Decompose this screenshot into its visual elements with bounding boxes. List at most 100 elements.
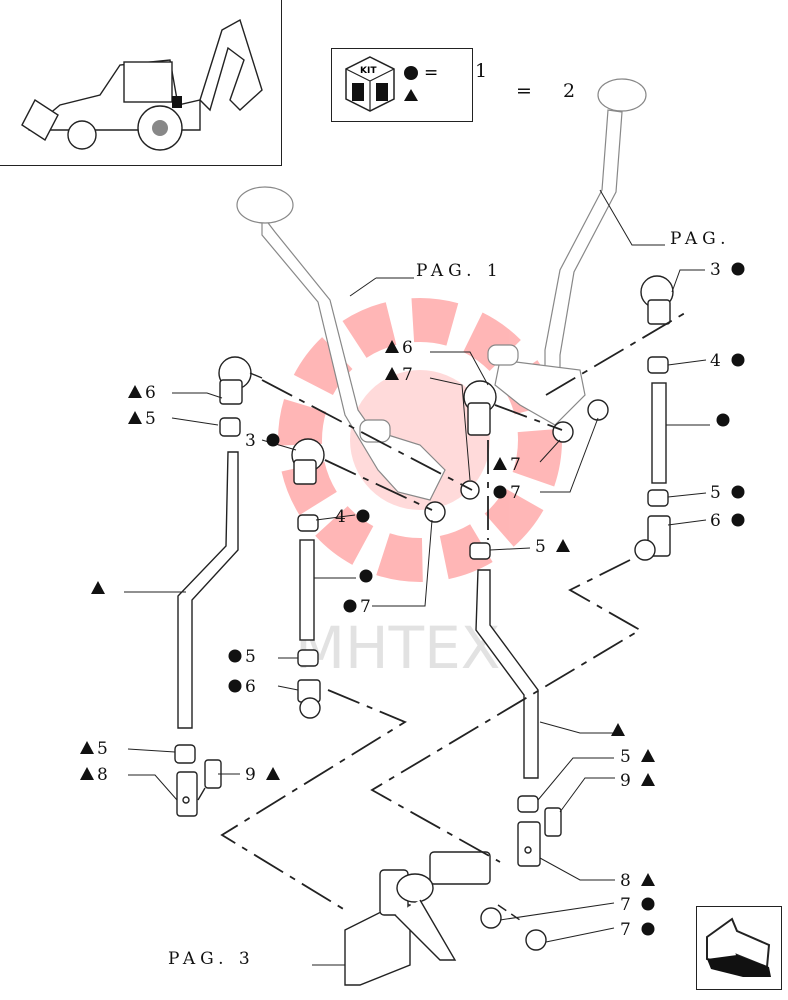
callout-c17: 7 <box>343 597 371 617</box>
right-nut-lower <box>517 795 539 813</box>
callout-c26: 8 <box>620 871 655 891</box>
callout-c3: 7 <box>385 365 413 385</box>
circle-marker-icon <box>716 413 730 427</box>
callout-c4: 4 <box>710 351 745 371</box>
triangle-marker-icon <box>91 581 105 594</box>
circle-marker-icon <box>266 433 280 447</box>
callout-c22: 9 <box>245 765 280 785</box>
circle-marker-icon <box>493 485 507 499</box>
circle-marker-icon <box>731 513 745 527</box>
right-clevis <box>517 821 541 867</box>
kit-legend: KIT = <box>331 48 473 122</box>
far-nut-upper <box>647 356 669 374</box>
callout-c28: 7 <box>620 920 655 940</box>
callout-number: 7 <box>360 597 371 617</box>
callout-c24: 8 <box>80 765 108 785</box>
callout-c21: 5 <box>620 747 655 767</box>
circle-marker-icon <box>343 599 357 613</box>
callout-number: 5 <box>710 483 721 503</box>
callout-c8 <box>716 413 730 427</box>
callout-number: 5 <box>97 739 108 759</box>
callout-c9: 7 <box>493 455 521 475</box>
callout-number: 8 <box>620 871 631 891</box>
mid-nut-upper <box>297 514 319 532</box>
callout-number: 7 <box>510 483 521 503</box>
triangle-marker-icon <box>611 723 625 736</box>
mid-ball-joint <box>291 438 325 485</box>
triangle-marker-icon <box>385 340 399 353</box>
circle-marker-icon <box>731 262 745 276</box>
callout-number: 9 <box>245 765 256 785</box>
callout-c12: 5 <box>710 483 745 503</box>
leader-lines <box>124 189 710 966</box>
kit-badge: KIT <box>360 66 377 76</box>
page-ref-left: PAG. 1 <box>416 261 503 281</box>
callout-c19: 6 <box>228 677 256 697</box>
callout-number: 9 <box>620 771 631 791</box>
right-bent-rod <box>475 569 539 779</box>
callout-number: 4 <box>335 507 346 527</box>
callout-number: 4 <box>710 351 721 371</box>
far-elbow <box>634 515 671 561</box>
callout-number: 5 <box>535 537 546 557</box>
next-page-button[interactable] <box>696 906 782 990</box>
triangle-marker-icon <box>404 89 418 101</box>
kit-equals: = <box>424 63 438 83</box>
left-ball-joint <box>218 356 263 405</box>
assembly-lines <box>220 309 691 921</box>
page-ref-bottom: PAG. 3 <box>168 949 255 969</box>
far-nut-lower <box>647 489 669 507</box>
callout-number: 7 <box>510 455 521 475</box>
kit-line2-equals: = <box>516 80 532 102</box>
circle-marker-icon <box>404 66 418 80</box>
bottom-bracket <box>344 851 491 986</box>
mid-elbow <box>297 679 321 719</box>
callout-number: 3 <box>245 431 256 451</box>
watermark-text: MHTEX <box>295 614 500 682</box>
callout-c20 <box>611 723 625 736</box>
callout-c6: 5 <box>128 409 156 429</box>
mid-threaded-rod <box>299 539 315 641</box>
triangle-marker-icon <box>556 539 570 552</box>
right-lever <box>487 78 647 426</box>
circle-marker-icon <box>356 509 370 523</box>
loose-nuts <box>424 399 609 951</box>
left-nut-lower <box>174 744 196 764</box>
left-clevis-pin <box>197 759 222 801</box>
arrow-icon <box>706 917 771 977</box>
callout-c18: 5 <box>228 647 256 667</box>
left-clevis <box>176 771 198 817</box>
triangle-marker-icon <box>80 767 94 780</box>
callout-c27: 7 <box>620 895 655 915</box>
triangle-marker-icon <box>641 873 655 886</box>
callout-number: 6 <box>402 338 413 358</box>
right-clevis-pin <box>544 807 562 837</box>
far-threaded-rod <box>651 382 667 484</box>
triangle-marker-icon <box>266 767 280 780</box>
kit-line2-number: 2 <box>563 80 576 102</box>
callout-number: 7 <box>620 895 631 915</box>
callout-number: 7 <box>620 920 631 940</box>
callout-c11: 4 <box>335 507 370 527</box>
callout-number: 8 <box>97 765 108 785</box>
circle-marker-icon <box>359 569 373 583</box>
left-bent-rod <box>177 451 239 729</box>
kit-legend-graphic: KIT = <box>345 56 438 112</box>
triangle-marker-icon <box>641 749 655 762</box>
triangle-marker-icon <box>80 741 94 754</box>
callout-c7: 3 <box>245 431 280 451</box>
callout-number: 5 <box>145 409 156 429</box>
left-lever <box>236 186 446 501</box>
right-ball-joint <box>463 380 497 436</box>
callout-number: 6 <box>710 511 721 531</box>
machine-thumbnail <box>0 0 282 166</box>
circle-marker-icon <box>228 649 242 663</box>
callout-number: 6 <box>245 677 256 697</box>
callout-c23: 5 <box>80 739 108 759</box>
kit-line1-number: 1 <box>475 60 488 82</box>
callout-c2: 6 <box>385 338 413 358</box>
circle-marker-icon <box>641 897 655 911</box>
callout-number: 7 <box>402 365 413 385</box>
triangle-marker-icon <box>385 367 399 380</box>
